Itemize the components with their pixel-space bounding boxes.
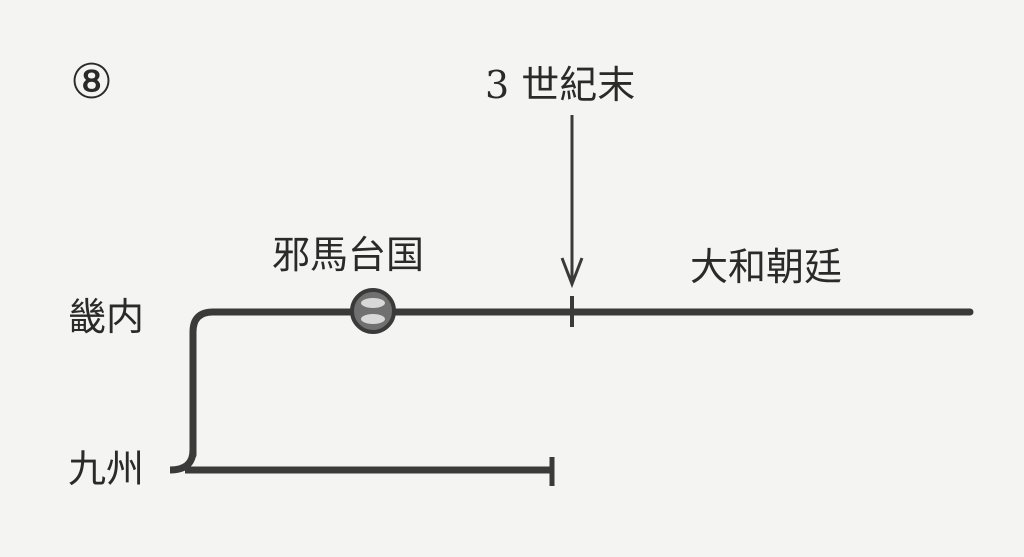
time-marker-label: 3 世紀末 bbox=[485, 63, 636, 107]
yamatai-marker-icon bbox=[350, 288, 396, 334]
kinai-label: 畿内 bbox=[68, 295, 145, 339]
figure-number: ⑧ bbox=[70, 54, 114, 110]
kyushu-line bbox=[169, 449, 552, 474]
kinai-line bbox=[189, 308, 974, 459]
yamatai-label: 邪馬台国 bbox=[272, 233, 425, 277]
yamato-label: 大和朝廷 bbox=[690, 245, 843, 289]
down-arrow-icon bbox=[560, 115, 584, 289]
kyushu-label: 九州 bbox=[68, 447, 145, 491]
